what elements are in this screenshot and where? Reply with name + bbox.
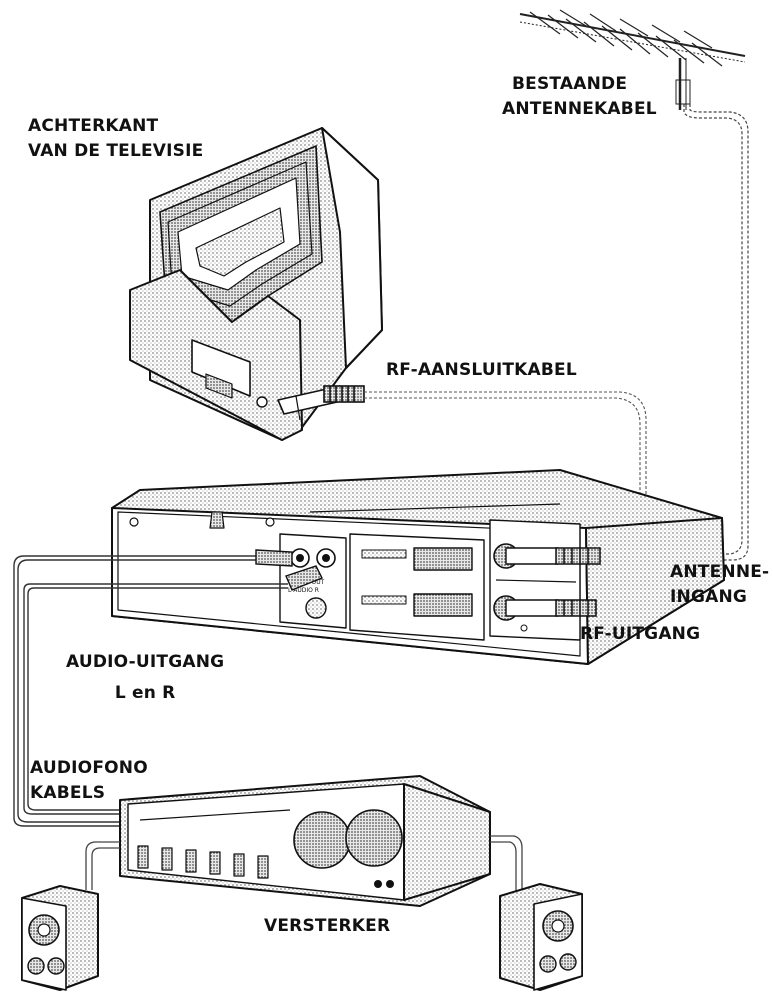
television <box>129 127 383 441</box>
label-line: BESTAANDE <box>512 74 628 94</box>
label-line: KABELS <box>30 783 106 803</box>
label-line: VAN DE TELEVISIE <box>28 141 204 161</box>
antenna <box>519 9 746 110</box>
audio-plugs <box>255 549 323 591</box>
label-antenna-cable: BESTAANDE ANTENNEKABEL <box>502 72 657 122</box>
label-amplifier: VERSTERKER <box>264 914 390 939</box>
label-line: AUDIO-UITGANG <box>66 652 225 672</box>
label-rf-cable: RF-AANSLUITKABEL <box>386 358 577 383</box>
rf-plugs-vcr <box>555 547 601 617</box>
label-line: RF-AANSLUITKABEL <box>386 360 577 380</box>
label-line: VERSTERKER <box>264 916 391 936</box>
label-antenna-input: ANTENNE- INGANG <box>670 560 769 610</box>
label-line: L en R <box>114 683 176 703</box>
label-tv-back: ACHTERKANT VAN DE TELEVISIE <box>28 114 203 164</box>
label-line: ANTENNE- <box>670 562 770 582</box>
amplifier <box>119 775 491 907</box>
label-rf-output: RF-UITGANG <box>580 622 700 647</box>
speaker-right <box>499 883 583 991</box>
label-line: ACHTERKANT <box>28 116 159 136</box>
label-line: AUDIOFONO <box>30 758 148 778</box>
audio-cables <box>13 555 288 827</box>
label-line: INGANG <box>670 587 748 607</box>
label-audio-output: AUDIO-UITGANG L en R <box>66 650 224 706</box>
svg-text:L AUDIO R: L AUDIO R <box>288 587 319 594</box>
antenna-cable <box>600 104 749 561</box>
speaker-left <box>21 885 99 991</box>
label-audio-cables: AUDIOFONO KABELS <box>30 756 148 806</box>
speaker-cables <box>85 835 523 896</box>
rf-plug-tv <box>323 385 365 403</box>
label-line: ANTENNEKABEL <box>502 99 657 119</box>
label-line: RF-UITGANG <box>580 624 701 644</box>
